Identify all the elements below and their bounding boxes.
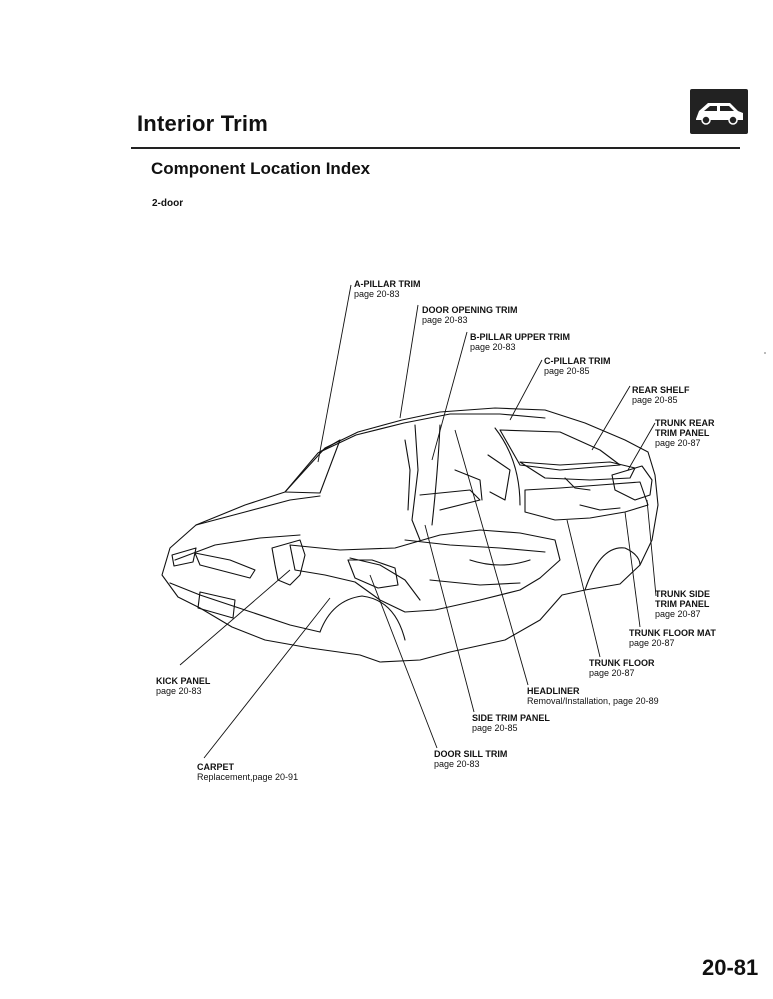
callout-trunk-floor: TRUNK FLOOR page 20-87 (589, 658, 655, 678)
leader-door-opening (399, 304, 419, 419)
windshield (284, 439, 341, 494)
car-body-outline (161, 407, 659, 663)
rear-wheel-arch (584, 547, 641, 591)
license-plate (197, 591, 236, 619)
section-title: Component Location Index (151, 159, 371, 178)
callout-door-opening-trim: DOOR OPENING TRIM page 20-83 (422, 305, 518, 325)
floor-carpet (289, 529, 561, 613)
leader-trunk-side (646, 499, 657, 597)
callout-b-pillar-upper-trim: B-PILLAR UPPER TRIM page 20-83 (470, 332, 570, 352)
leader-kick-panel (179, 569, 291, 666)
callout-a-pillar-trim: A-PILLAR TRIM page 20-83 (354, 279, 421, 299)
rear-shelf (519, 461, 636, 481)
trunk-opening (524, 481, 649, 521)
callout-door-sill-trim: DOOR SILL TRIM page 20-83 (434, 749, 508, 769)
leader-door-sill (369, 574, 438, 749)
callout-kick-panel: KICK PANEL page 20-83 (156, 676, 211, 696)
leader-trunk-floor-mat (624, 511, 641, 628)
title-divider (131, 147, 740, 149)
leader-b-pillar (431, 331, 468, 461)
callout-c-pillar-trim: C-PILLAR TRIM page 20-85 (544, 356, 611, 376)
leader-side-trim (424, 524, 475, 713)
b-pillar (431, 424, 441, 526)
leader-trunk-rear (627, 422, 656, 471)
rear-window (499, 429, 621, 471)
page-number: 20-81 (702, 955, 759, 980)
leader-carpet (203, 597, 331, 759)
c-pillar (494, 427, 521, 506)
roof-rail (319, 413, 546, 453)
front-wheel-arch (319, 595, 406, 641)
page-title: Interior Trim (137, 111, 268, 136)
front-grille (194, 552, 256, 579)
callout-trunk-floor-mat: TRUNK FLOOR MAT page 20-87 (629, 628, 716, 648)
callout-carpet: CARPET Replacement,page 20-91 (197, 762, 299, 782)
callout-headliner: HEADLINER Removal/Installation, page 20-… (527, 686, 659, 706)
callout-side-trim-panel: SIDE TRIM PANEL page 20-85 (472, 713, 550, 733)
headlight (171, 547, 197, 567)
door-opening (411, 424, 421, 541)
leader-trunk-floor (566, 519, 601, 658)
scan-speck (764, 352, 766, 354)
door-sill-shape (347, 559, 399, 589)
trunk-rear-panel (611, 465, 653, 501)
leader-a-pillar (317, 284, 352, 463)
body-variant-label: 2-door (152, 198, 184, 209)
callout-trunk-side-trim-panel: TRUNK SIDE TRIM PANEL page 20-87 (655, 589, 711, 619)
leader-c-pillar (509, 359, 543, 421)
leader-headliner (454, 429, 529, 686)
leader-rear-shelf (591, 385, 631, 451)
callout-trunk-rear-trim-panel: TRUNK REAR TRIM PANEL page 20-87 (655, 418, 715, 448)
kick-panel-shape (271, 539, 306, 586)
callout-rear-shelf: REAR SHELF page 20-85 (632, 385, 690, 405)
car-body-icon (690, 89, 748, 134)
